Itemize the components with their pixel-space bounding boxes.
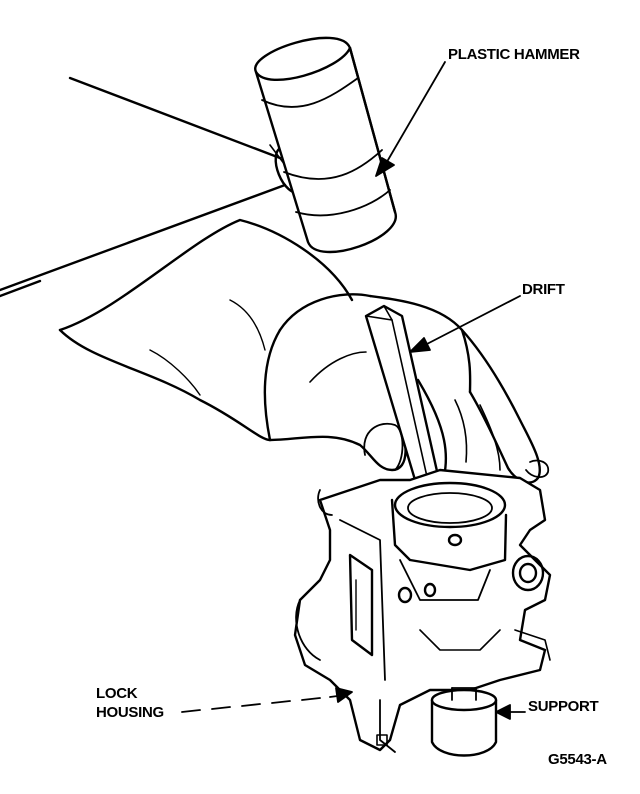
drift-label: DRIFT: [522, 281, 565, 298]
lock-housing-label: LOCK HOUSING: [96, 684, 164, 722]
figure-code: G5543-A: [548, 751, 607, 768]
support: [430, 687, 498, 757]
lock-housing-label-line1: LOCK: [96, 685, 138, 702]
lock-housing: [293, 459, 552, 753]
plastic-hammer-head: [254, 36, 397, 254]
leader-drift: [409, 295, 521, 353]
leader-plastic-hammer: [375, 61, 446, 177]
gloved-hand: [268, 293, 541, 490]
support-label: SUPPORT: [528, 698, 599, 715]
sleeve: [58, 218, 354, 442]
lock-housing-label-line2: HOUSING: [96, 704, 164, 721]
leader-lock-housing: [181, 687, 353, 713]
hammer-handle: [0, 76, 306, 298]
plastic-hammer-label: PLASTIC HAMMER: [448, 46, 580, 63]
leader-support: [495, 704, 526, 720]
